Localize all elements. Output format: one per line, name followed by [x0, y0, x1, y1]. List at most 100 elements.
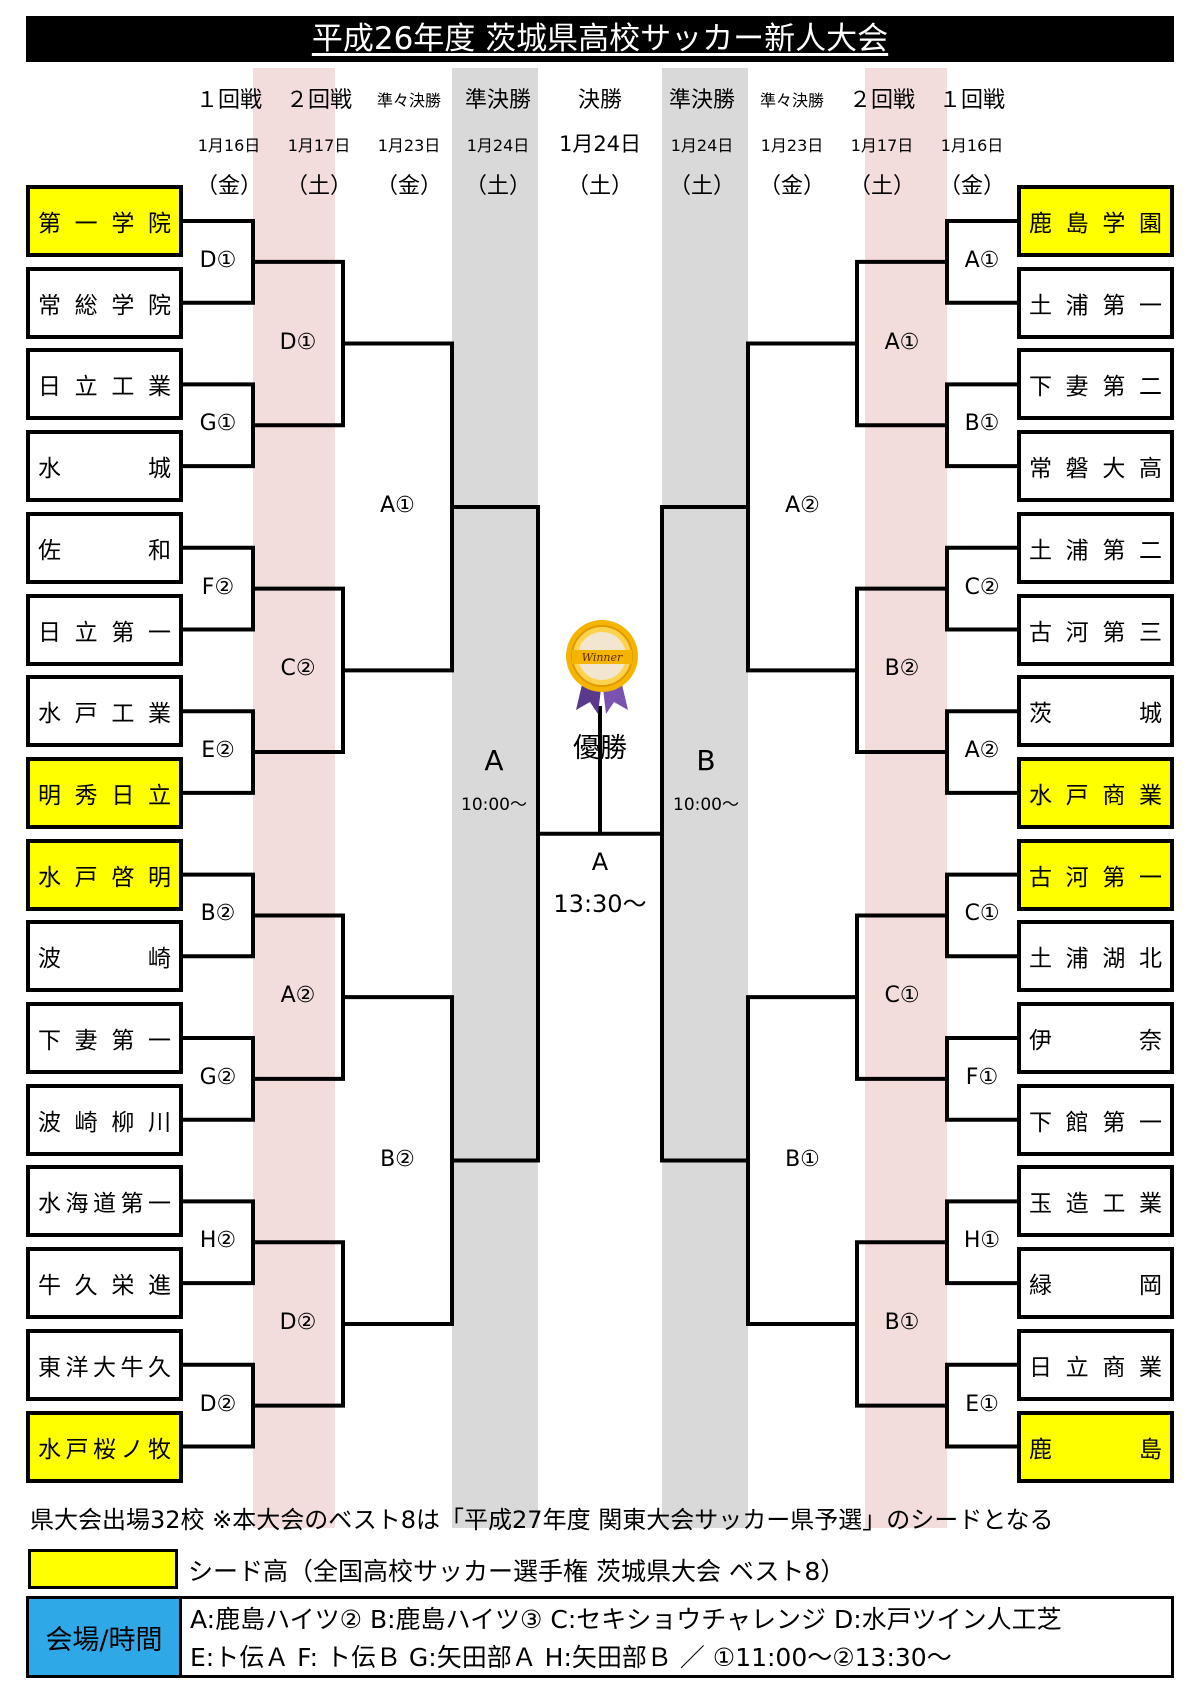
right-qf-label: B①	[785, 1146, 820, 1172]
team-box: 下妻第二	[1017, 348, 1174, 421]
venue-line-1: A:鹿島ハイツ② B:鹿島ハイツ③ C:セキショウチャレンジ D:水戸ツイン人工…	[190, 1605, 1062, 1634]
team-box: 常総学院	[26, 266, 183, 339]
team-name: 東洋大牛久	[38, 1354, 171, 1381]
team-name: 牛久栄進	[38, 1273, 171, 1300]
venue-details: A:鹿島ハイツ② B:鹿島ハイツ③ C:セキショウチャレンジ D:水戸ツイン人工…	[182, 1599, 1070, 1675]
final-time: 13:30～	[553, 890, 647, 918]
header-round-7: ２回戦	[848, 88, 915, 113]
semi-band-right	[662, 68, 748, 1528]
team-name: 明秀日立	[38, 782, 171, 809]
team-name: 古河第三	[1029, 619, 1162, 646]
team-box: 日立商業	[1017, 1328, 1174, 1401]
team-box: 土浦第一	[1017, 266, 1174, 339]
winner-medal-icon: Winner	[566, 620, 638, 714]
header-dow-7: （土）	[848, 174, 915, 199]
team-name: 下館第一	[1029, 1109, 1162, 1136]
team-box: 明秀日立	[26, 756, 183, 829]
right-r1-label: H①	[963, 1228, 1001, 1254]
header-dow-1: （土）	[285, 174, 352, 199]
header-dow-5: （土）	[668, 174, 735, 199]
semi-left-venue: A	[484, 744, 504, 777]
venue-line-2: E:ト伝Ａ F: ト伝Ｂ G:矢田部Ａ H:矢田部Ｂ ／ ①11:00～②13:…	[190, 1643, 952, 1672]
right-r1-label: A①	[964, 247, 1000, 273]
team-box: 水戸商業	[1017, 756, 1174, 829]
left-r1-label: D②	[199, 1391, 237, 1417]
right-r2-label: B①	[884, 1309, 920, 1335]
team-name: 茨城	[1029, 701, 1162, 728]
header-date-7: 1月17日	[850, 136, 914, 155]
team-name: 下妻第二	[1029, 374, 1162, 401]
team-box: 鹿島学園	[1017, 185, 1174, 257]
seed-legend-swatch	[28, 1549, 178, 1589]
header-date-3: 1月24日	[466, 136, 530, 155]
team-box: 土浦第二	[1017, 511, 1174, 584]
team-box: 鹿島	[1017, 1410, 1174, 1483]
team-box: 佐和	[26, 511, 183, 584]
header-date-0: 1月16日	[197, 136, 261, 155]
header-round-6: 準々決勝	[759, 91, 824, 110]
semi-right-time: 10:00～	[673, 795, 739, 815]
right-r1-label: A②	[964, 738, 1000, 764]
header-round-3: 準決勝	[464, 88, 531, 113]
team-box: 日立第一	[26, 593, 183, 666]
medal-text: Winner	[582, 651, 623, 664]
left-r1-label: G①	[199, 411, 237, 437]
round2-band-right	[865, 68, 947, 1528]
header-date-4: 1月24日	[558, 132, 642, 156]
team-box: 水海道第一	[26, 1165, 183, 1238]
header-dow-2: （金）	[375, 174, 442, 199]
team-box: 東洋大牛久	[26, 1328, 183, 1401]
team-name: 日立工業	[38, 374, 171, 401]
team-box: 水戸工業	[26, 675, 183, 748]
header-date-5: 1月24日	[670, 136, 734, 155]
header-dow-0: （金）	[195, 174, 262, 199]
right-r1-label: F①	[965, 1064, 999, 1090]
team-name: 土浦第二	[1029, 537, 1162, 564]
header-date-1: 1月17日	[287, 136, 351, 155]
left-r1-label: D①	[199, 247, 237, 273]
team-name: 第一学院	[38, 211, 171, 237]
left-r2-label: D①	[279, 329, 317, 355]
team-box: 下妻第一	[26, 1002, 183, 1074]
team-name: 水戸桜ノ牧	[38, 1436, 171, 1463]
team-name: 佐和	[38, 537, 171, 564]
header-date-8: 1月16日	[940, 136, 1004, 155]
page-title-bar: 平成26年度 茨城県高校サッカー新人大会	[26, 16, 1174, 62]
team-name: 土浦湖北	[1029, 946, 1162, 973]
team-box: 玉造工業	[1017, 1165, 1174, 1238]
page-title: 平成26年度 茨城県高校サッカー新人大会	[311, 21, 889, 57]
notes-line: 県大会出場32校 ※本大会のベスト8は「平成27年度 関東大会サッカー県予選」の…	[30, 1506, 1054, 1534]
header-round-2: 準々決勝	[376, 91, 441, 110]
team-box: 古河第三	[1017, 593, 1174, 666]
team-name: 玉造工業	[1029, 1191, 1162, 1218]
team-box: 古河第一	[1017, 838, 1174, 911]
left-r1-label: E②	[201, 738, 235, 764]
team-box: 牛久栄進	[26, 1247, 183, 1320]
team-box: 下館第一	[1017, 1083, 1174, 1156]
left-r1-label: B②	[200, 901, 236, 927]
team-name: 日立商業	[1029, 1354, 1162, 1381]
left-r1-label: H②	[199, 1228, 237, 1254]
team-name: 伊奈	[1029, 1028, 1162, 1054]
header-round-4: 決勝	[577, 88, 622, 113]
left-qf-label: A①	[380, 492, 415, 518]
team-name: 水戸啓明	[38, 864, 171, 891]
team-name: 水城	[38, 456, 171, 483]
team-box: 常磐大高	[1017, 430, 1174, 503]
team-box: 水城	[26, 430, 183, 503]
round2-band-left	[253, 68, 335, 1528]
team-name: 水海道第一	[38, 1191, 171, 1218]
team-box: 土浦湖北	[1017, 920, 1174, 993]
left-r1-label: G②	[199, 1064, 237, 1090]
right-r1-label: C①	[964, 901, 1000, 927]
team-name: 日立第一	[38, 619, 171, 646]
champion-label: 優勝	[573, 733, 627, 764]
right-r1-label: B①	[964, 411, 1000, 437]
right-r1-label: C②	[964, 574, 1000, 600]
team-name: 土浦第一	[1029, 292, 1162, 319]
header-date-6: 1月23日	[760, 136, 824, 155]
header-date-2: 1月23日	[377, 136, 441, 155]
team-name: 波崎柳川	[38, 1109, 171, 1136]
team-name: 下妻第一	[38, 1028, 171, 1054]
semi-left-time: 10:00～	[461, 795, 527, 815]
